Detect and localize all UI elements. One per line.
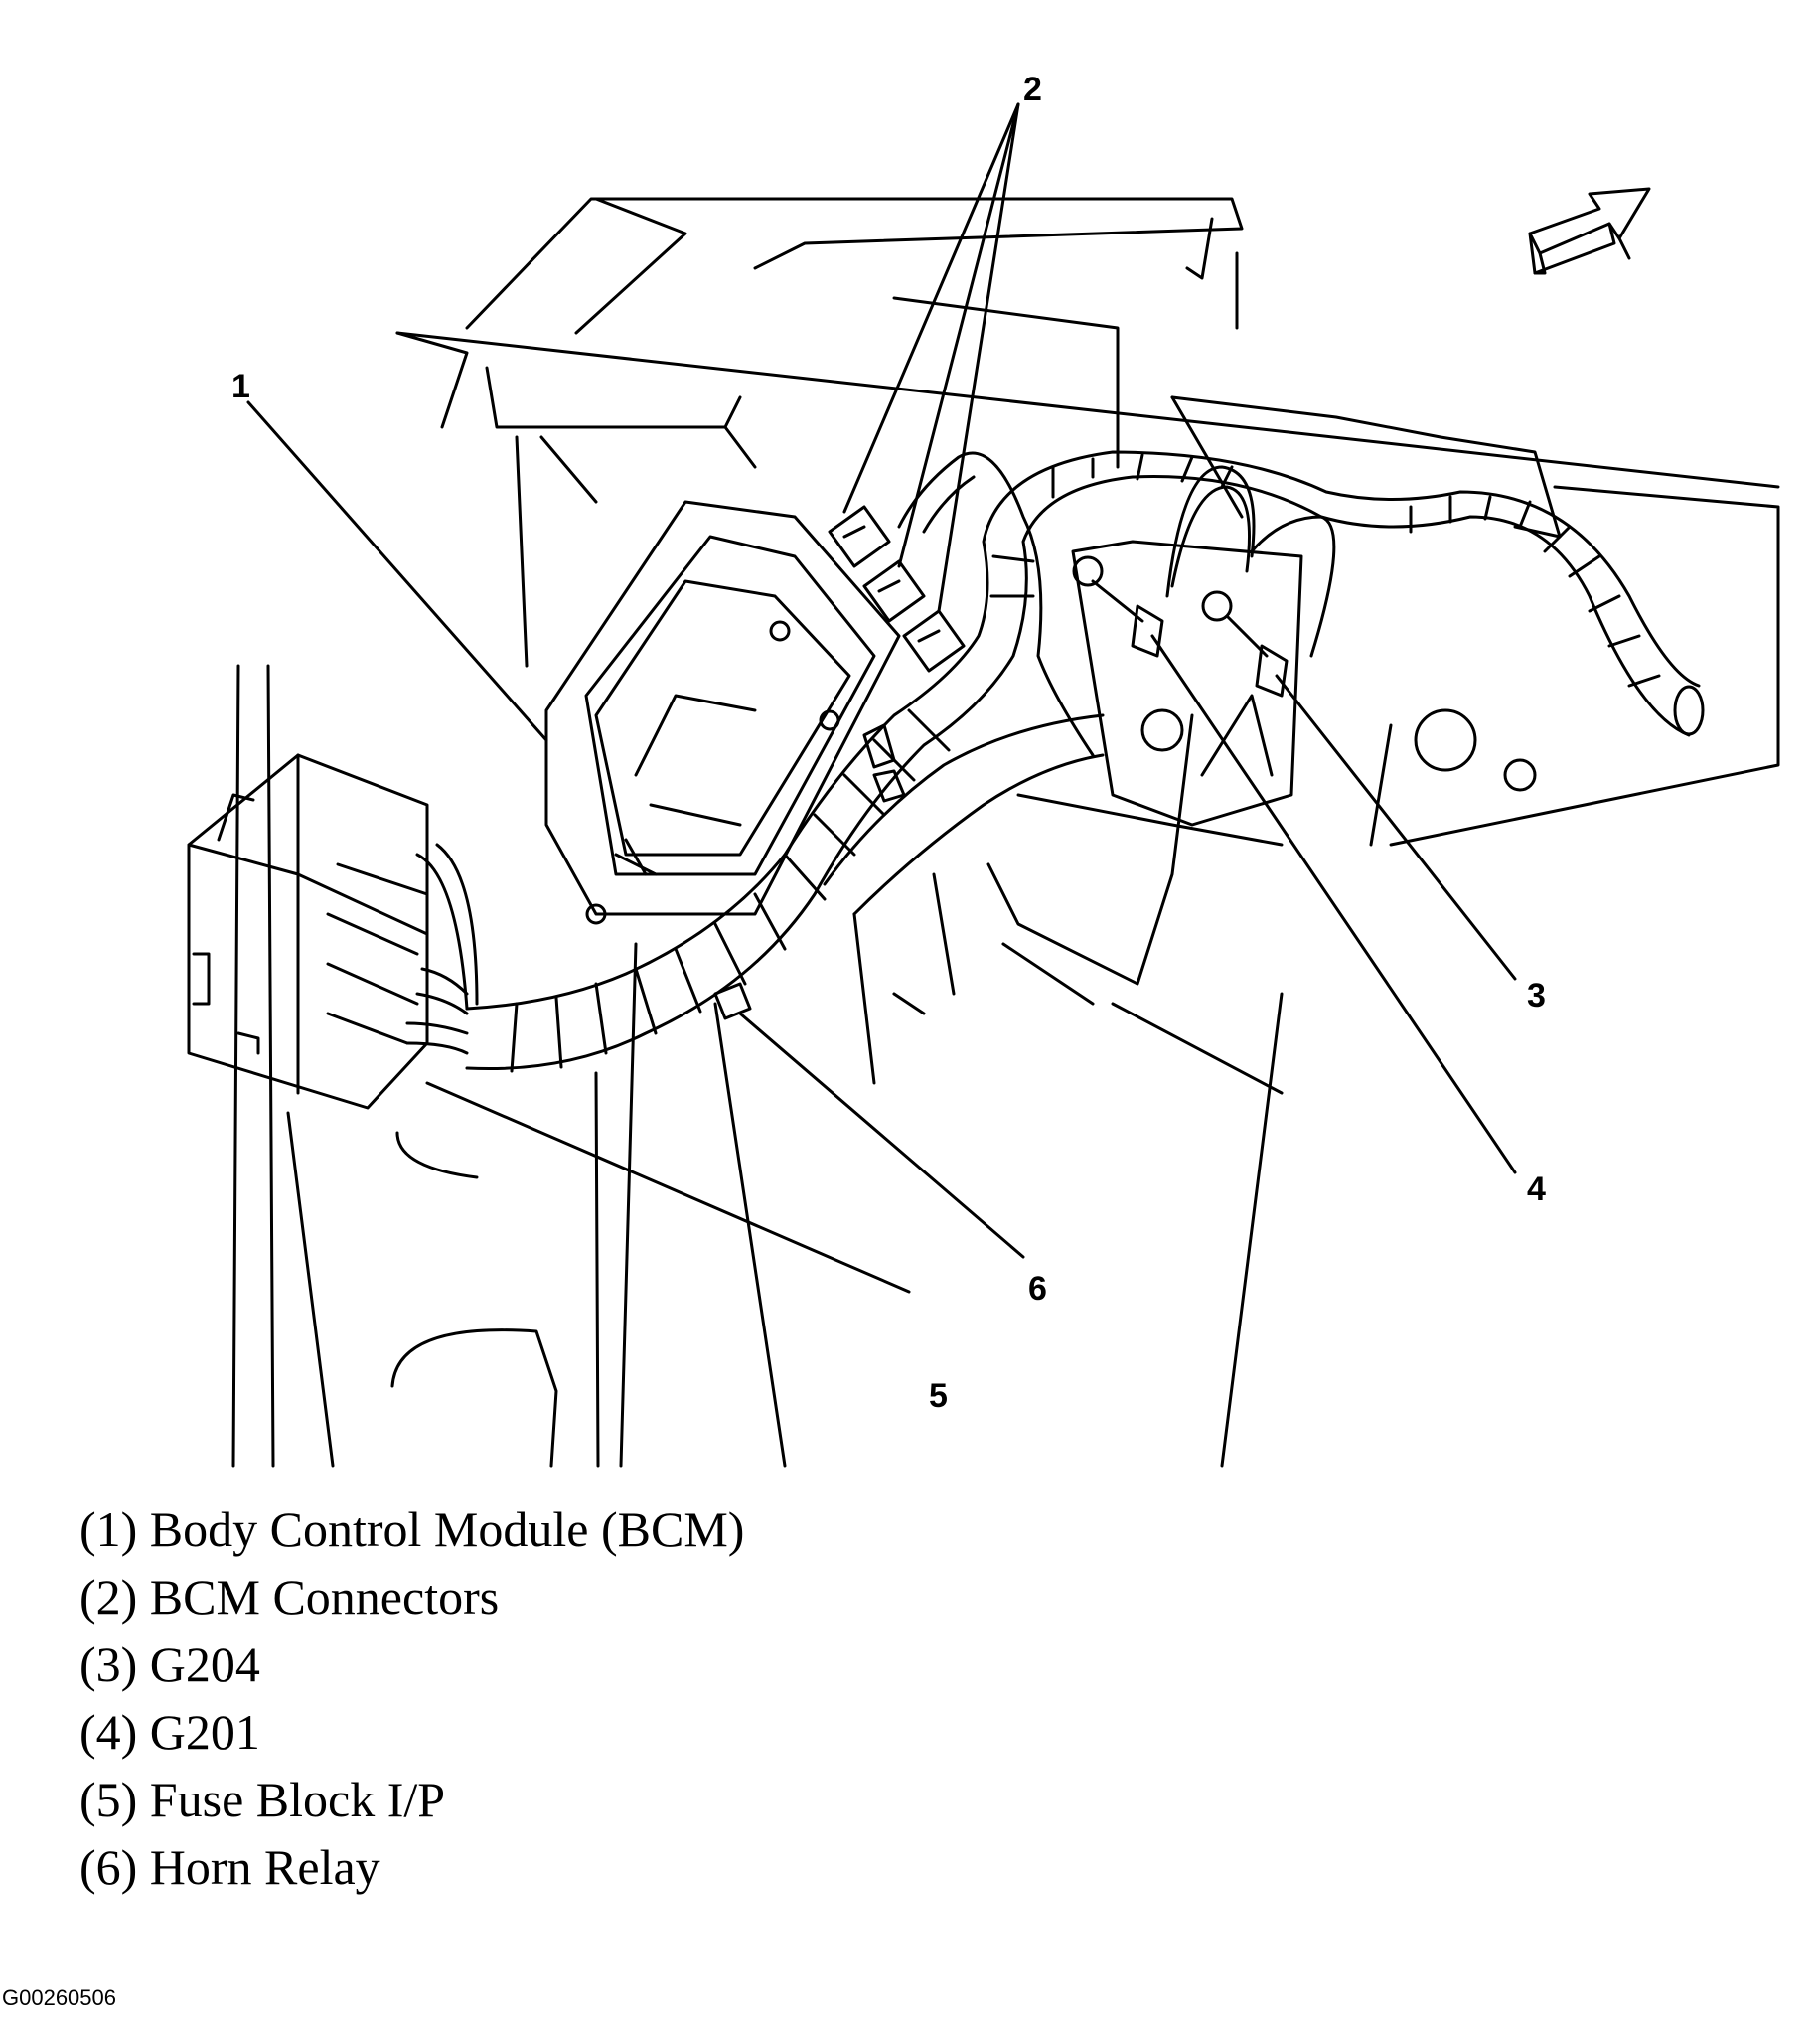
legend-item-horn-relay: (6) Horn Relay <box>79 1839 380 1895</box>
callout-1: 1 <box>231 368 250 405</box>
callout-2: 2 <box>1023 71 1042 108</box>
callout-4: 4 <box>1527 1170 1546 1208</box>
wiring-diagram <box>187 102 1780 1468</box>
wiring-harness <box>465 450 1705 1073</box>
dash-structure <box>395 197 1780 847</box>
legend: (1) Body Control Module (BCM) (2) BCM Co… <box>79 1495 744 1901</box>
legend-item-bcm: (1) Body Control Module (BCM) <box>79 1501 745 1557</box>
legend-item-bcm-connectors: (2) BCM Connectors <box>79 1569 500 1625</box>
callout-5: 5 <box>929 1377 948 1415</box>
bcm-connectors <box>828 505 966 673</box>
leader-lines <box>246 102 1517 1294</box>
horn-relay <box>713 723 906 1020</box>
legend-item-g201: (4) G201 <box>79 1704 260 1760</box>
fuse-block-ip <box>187 753 479 1110</box>
body-control-module <box>544 500 901 925</box>
legend-item-g204: (3) G204 <box>79 1637 260 1692</box>
legend-item-fuse-block: (5) Fuse Block I/P <box>79 1772 446 1827</box>
door-frame <box>231 664 1284 1468</box>
callout-6: 6 <box>1028 1270 1047 1308</box>
figure-id: G00260506 <box>2 1985 116 2010</box>
forward-arrow-icon <box>1528 187 1651 275</box>
ground-bracket <box>1071 540 1537 847</box>
callout-3: 3 <box>1527 977 1546 1014</box>
